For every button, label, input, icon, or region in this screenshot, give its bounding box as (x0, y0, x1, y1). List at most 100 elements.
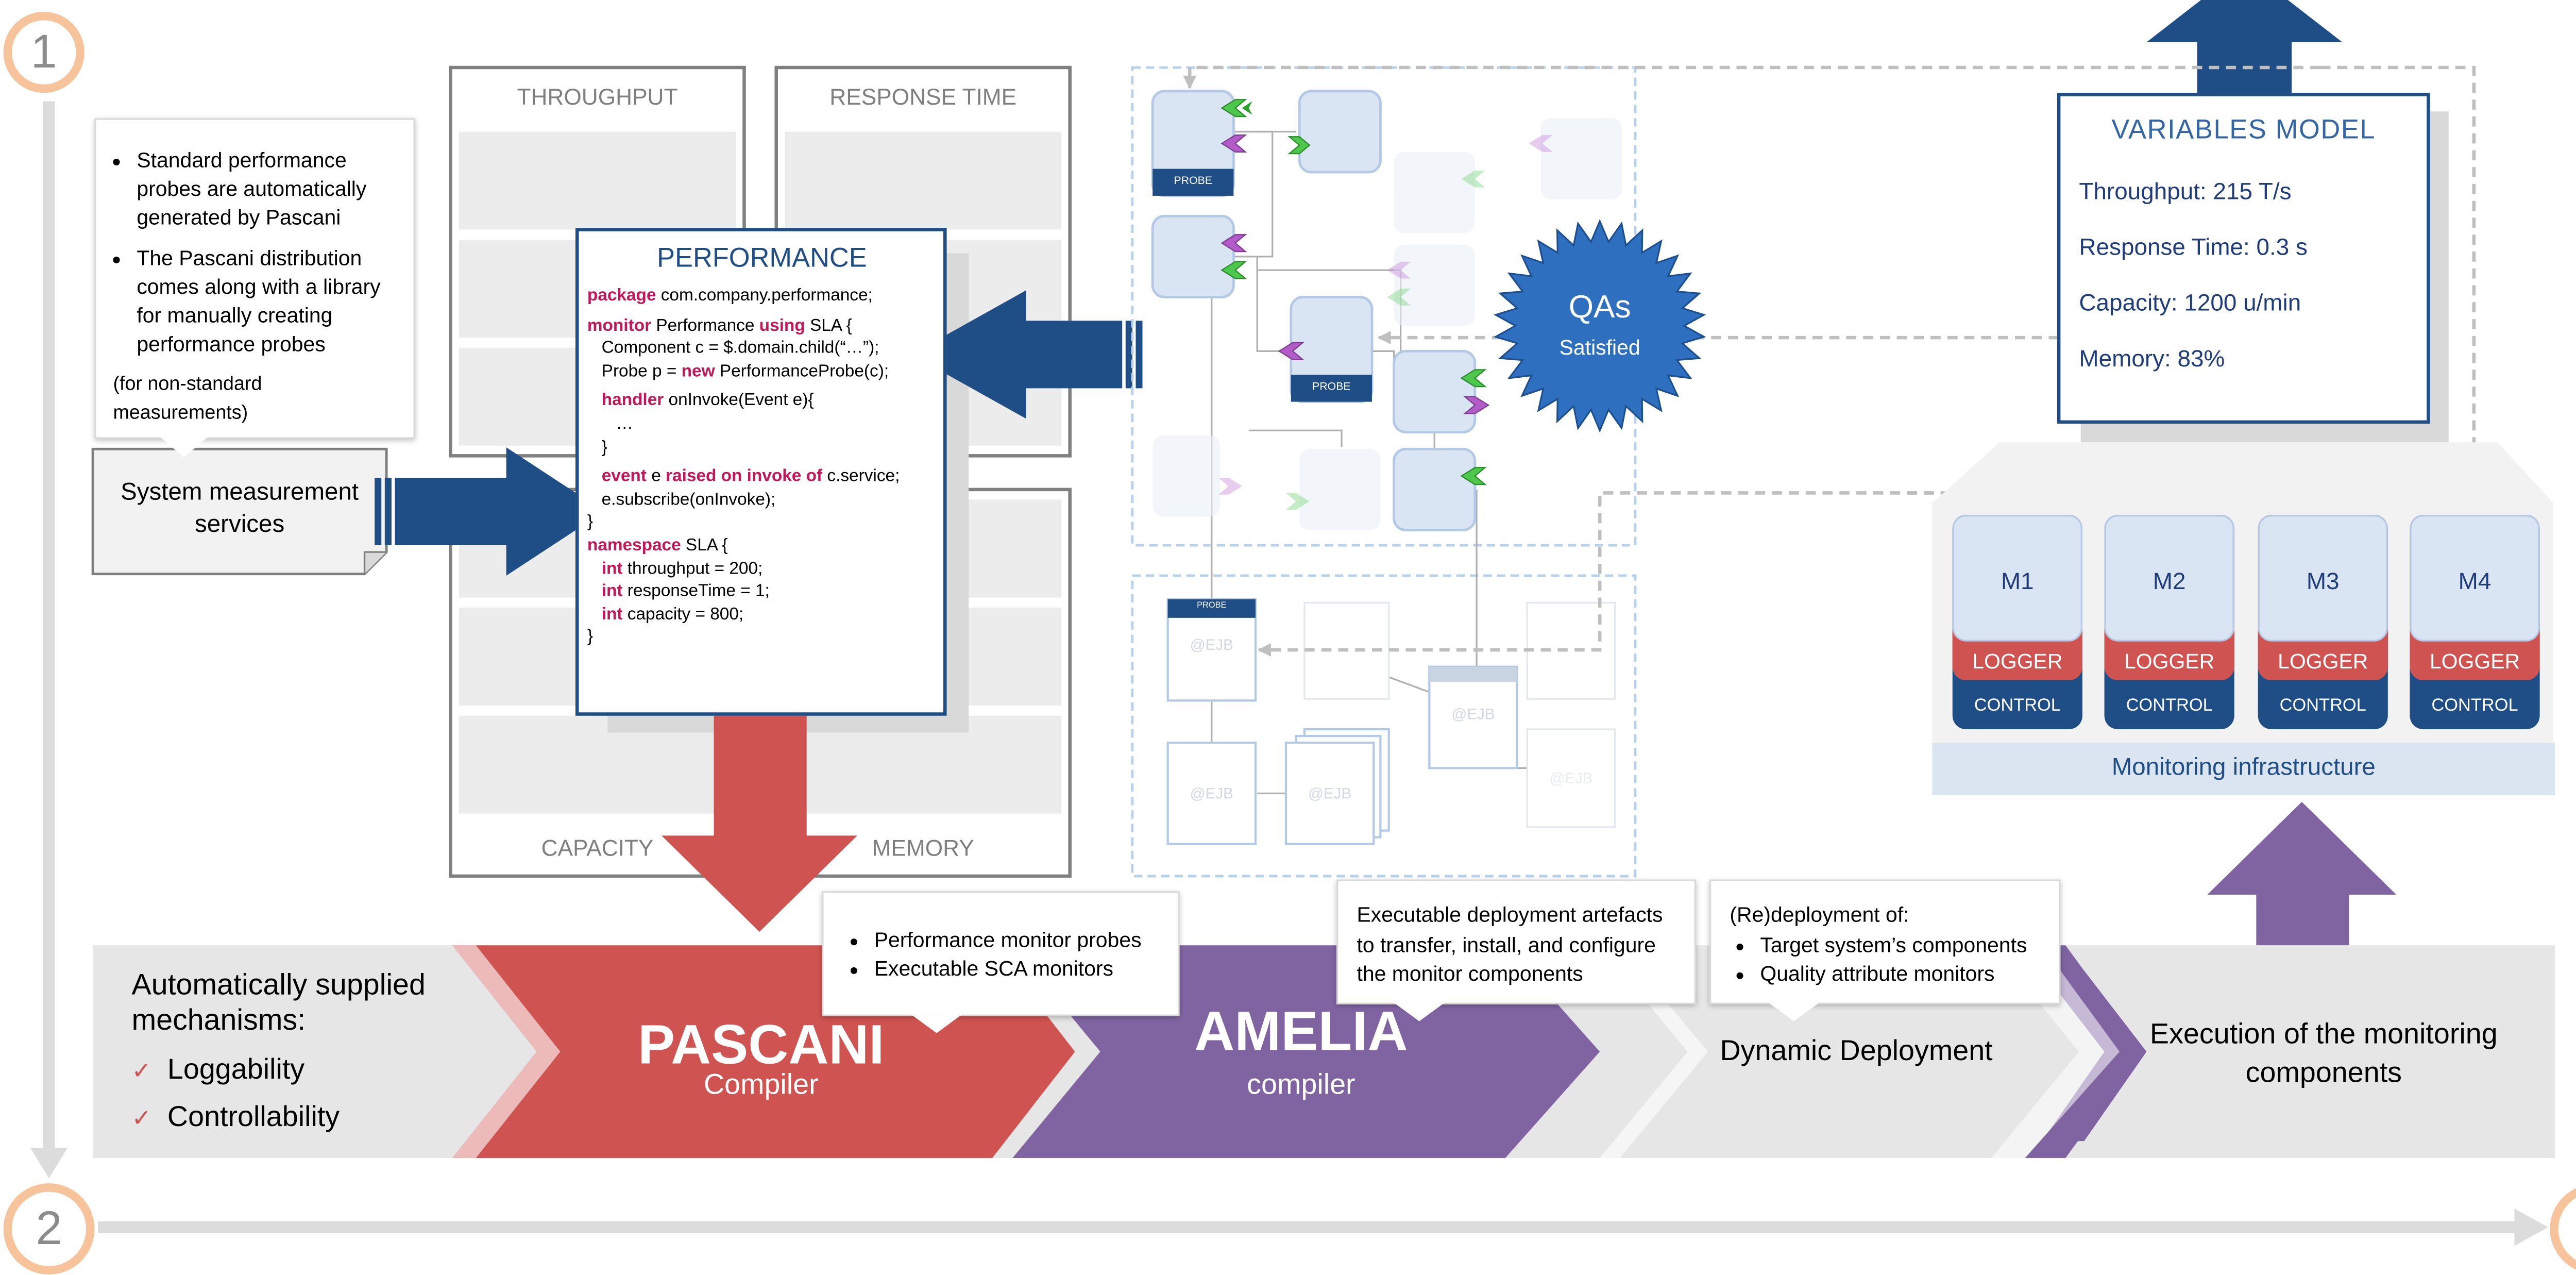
code-text: SLA { (681, 536, 728, 556)
monitor-name: M2 (2153, 567, 2186, 594)
code-text: e (646, 467, 666, 486)
variable-item: Response Time: 0.3 s (2079, 233, 2308, 260)
code-text (587, 468, 602, 486)
code-line: int responseTime = 1; (587, 581, 937, 604)
probe-label: PROBE (1174, 175, 1213, 188)
deploy-callout: (Re)deployment of: Target system’s compo… (1709, 879, 2061, 1004)
code-text: } (587, 628, 594, 647)
probe-note-bullet: Standard performance probes are automati… (137, 147, 400, 233)
logger-label: LOGGER (2429, 650, 2520, 674)
probe-label: PROBE (1312, 381, 1351, 394)
variables-model: VARIABLES MODEL Throughput: 215 T/s Resp… (2057, 93, 2430, 424)
code-line: int throughput = 200; (587, 558, 937, 581)
code-text: } (587, 513, 594, 532)
code-text: onInvoke(Event e){ (664, 392, 814, 411)
code-line: namespace SLA { (587, 535, 937, 558)
code-text: } (587, 438, 607, 457)
probe-note-bullet: The Pascani distribution comes along wit… (137, 245, 400, 360)
code-text: Probe p = (587, 362, 682, 381)
purple-arrow (2207, 801, 2397, 946)
execution-label: Execution of the monitoring components (2149, 1018, 2498, 1089)
qas-subtitle: Satisfied (1559, 335, 1640, 360)
control-label: CONTROL (2279, 695, 2366, 716)
panel-label-throughput: THROUGHPUT (517, 84, 678, 110)
code-keyword: handler (601, 392, 664, 411)
step-flow-lines (30, 101, 2549, 1246)
code-text: Performance (651, 316, 759, 335)
code-text (587, 392, 602, 411)
panel-label-capacity: CAPACITY (541, 835, 654, 861)
code-keyword: new (681, 362, 715, 381)
code-text: c.service; (822, 467, 900, 486)
pascani-title: PASCANI (637, 1013, 885, 1076)
qas-title: QAs (1568, 290, 1631, 326)
code-keyword: monitor (587, 316, 652, 335)
variable-item: Memory: 83% (2079, 344, 2225, 372)
qas-starburst (1493, 219, 1706, 433)
monitor-m4: M4 LOGGER CONTROL (2410, 515, 2540, 730)
probe-note: Standard performance probes are automati… (94, 118, 415, 439)
probe-note-bullets: Standard performance probes are automati… (113, 147, 400, 360)
code-text: com.company.performance; (656, 287, 873, 306)
code-text (587, 560, 602, 578)
code-line (587, 459, 937, 466)
code-line: handler onInvoke(Event e){ (587, 391, 937, 414)
ejb-label: @EJB (1451, 706, 1495, 723)
top-navy-arrow (2146, 0, 2343, 93)
amelia-callout-tail (1394, 1002, 1445, 1021)
mechanisms-title: Automatically supplied mechanisms: (131, 967, 426, 1037)
amelia-subtitle: compiler (1247, 1068, 1355, 1101)
code-keyword: int (601, 559, 623, 578)
deploy-callout-item: Target system’s components (1760, 931, 2048, 960)
probe-note-tail (160, 437, 208, 458)
step-circle-2: 2 (3, 1183, 95, 1275)
code-text: capacity = 800; (622, 605, 744, 625)
performance-card: PERFORMANCE package com.company.performa… (575, 228, 947, 716)
code-keyword: namespace (587, 536, 681, 556)
pascani-callout: Performance monitor probes Executable SC… (822, 891, 1180, 1016)
step-circle-1: 1 (3, 11, 84, 93)
code-text: e.subscribe(onInvoke); (587, 491, 776, 510)
code-line: … (587, 413, 937, 437)
system-measurement-shape (91, 447, 388, 576)
monitor-name: M3 (2306, 567, 2340, 594)
control-label: CONTROL (2431, 695, 2518, 716)
code-keyword: event (601, 467, 647, 486)
code-line (587, 308, 937, 315)
variable-item: Capacity: 1200 u/min (2079, 289, 2301, 316)
monitor-m3: M3 LOGGER CONTROL (2258, 515, 2388, 730)
dynamic-deployment-label: Dynamic Deployment (1720, 1034, 1993, 1067)
mechanism-item: ✓ Controllability (131, 1101, 340, 1135)
code-line: } (587, 512, 937, 535)
code-line: } (587, 627, 937, 650)
probe-chevrons (1218, 99, 1553, 510)
code-text: SLA { (805, 316, 852, 335)
mechanism-item: ✓ Loggability (131, 1053, 304, 1087)
monitor-name: M4 (2458, 567, 2492, 594)
deploy-callout-title: (Re)deployment of: (1730, 903, 1909, 927)
ejb-label: @EJB (1190, 636, 1233, 653)
code-line: event e raised on invoke of c.service; (587, 466, 937, 490)
ejb-label: @EJB (1190, 785, 1233, 802)
red-arrow (661, 709, 857, 932)
logger-label: LOGGER (2278, 650, 2368, 674)
monitor-name: M1 (2001, 567, 2034, 594)
code-keyword: using (759, 316, 805, 335)
panel-label-memory: MEMORY (872, 835, 974, 861)
code-text (587, 582, 602, 601)
code-text: throughput = 200; (622, 559, 763, 578)
probe-note-footnote: (for non-standard measurements) (113, 375, 262, 424)
control-label: CONTROL (1974, 695, 2061, 716)
code-line: Component c = $.domain.child(“…”); (587, 338, 937, 361)
ejb-label: @EJB (1308, 785, 1352, 802)
code-line: package com.company.performance; (587, 286, 937, 309)
performance-title: PERFORMANCE (657, 244, 867, 274)
deploy-callout-tail (1768, 1002, 1819, 1021)
monitoring-infrastructure-label: Monitoring infrastructure (2111, 754, 2376, 782)
code-line: int capacity = 800; (587, 604, 937, 627)
pascani-callout-item: Executable SCA monitors (874, 955, 1168, 984)
control-label: CONTROL (2126, 695, 2213, 716)
amelia-title: AMELIA (1194, 999, 1408, 1062)
code-keyword: package (587, 287, 656, 306)
code-text: … (587, 415, 633, 434)
